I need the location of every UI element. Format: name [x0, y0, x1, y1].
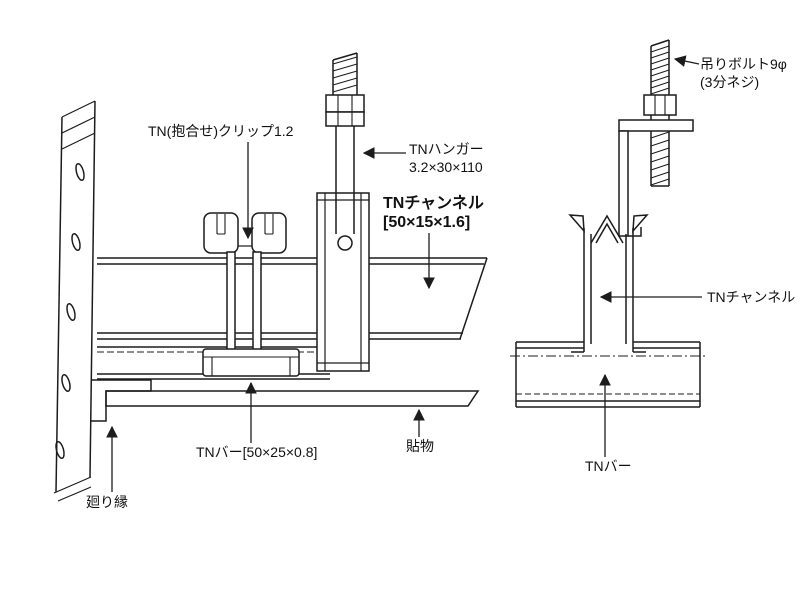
- label-bar-spec: TNバー[50×25×0.8]: [196, 444, 317, 460]
- leader-lines: [106, 55, 702, 492]
- label-hanger-line1: TNハンガー: [409, 141, 484, 157]
- right-detail-view: [510, 39, 706, 408]
- tn-channel-main: [97, 257, 488, 340]
- leader-bolt: [673, 55, 700, 67]
- wall-hole: [71, 232, 81, 252]
- channel-end-break: [459, 257, 488, 340]
- bracket-plate: [618, 119, 694, 132]
- wall-right-edge: [89, 100, 96, 478]
- hanger-plate: [316, 192, 370, 372]
- wall-hole: [66, 302, 76, 322]
- label-bolt-line1: 吊りボルト9φ: [700, 56, 787, 72]
- molding: [91, 379, 152, 422]
- rbolt-gap: [650, 115, 670, 120]
- board-panel: [105, 390, 480, 407]
- clip-prong-right: [252, 251, 262, 353]
- clip-lobe-left: [203, 212, 239, 254]
- rbar-bottom-edge: [516, 400, 700, 408]
- rod-nut-lower-facets: [337, 112, 353, 126]
- label-molding: 廻り縁: [86, 494, 128, 510]
- rbolt-nut: [643, 94, 677, 116]
- linework: [53, 39, 706, 502]
- suspension-rod-center: [325, 52, 365, 234]
- board-outline: [105, 390, 480, 407]
- clip-lobe-right-slot: [264, 214, 274, 235]
- rod-nut-lower: [325, 111, 365, 127]
- left-wall: [53, 100, 96, 502]
- channel-top-edge: [97, 257, 487, 265]
- clip-prong-left: [226, 251, 236, 353]
- rbolt-body: [650, 39, 670, 95]
- wall-bottom-break: [53, 476, 92, 502]
- hanger-hole: [337, 235, 353, 251]
- label-channel-right: TNチャンネル: [707, 289, 795, 305]
- rbolt-thread-hatch-upper: [650, 45, 670, 95]
- rchannel-webs: [583, 228, 634, 352]
- label-hanger-line2: 3.2×30×110: [409, 159, 483, 175]
- labels: TN(抱合せ)クリップ1.2 TNハンガー 3.2×30×110 TNチャンネル…: [86, 56, 795, 510]
- bracket-leg: [618, 130, 629, 237]
- rchannel-lip-left: [568, 214, 585, 234]
- label-board: 貼物: [406, 438, 434, 454]
- wall-hole: [75, 162, 85, 182]
- wall-hole: [61, 373, 71, 393]
- rod-nut-upper-facets: [337, 95, 353, 112]
- label-bar-right: TNバー: [585, 458, 632, 474]
- hanger-flanges: [324, 193, 362, 371]
- label-channel-spec-line2: [50×15×1.6]: [383, 214, 470, 231]
- label-channel-spec-line1: TNチャンネル: [383, 194, 484, 212]
- tn-clip: [202, 212, 300, 377]
- rod-nut-upper: [325, 94, 365, 113]
- label-bolt-line2: (3分ネジ): [700, 74, 759, 90]
- label-clip: TN(抱合せ)クリップ1.2: [148, 123, 294, 139]
- rod-thread-hatch: [332, 56, 358, 93]
- clip-foot: [202, 348, 300, 377]
- rbolt-nut-facets: [654, 95, 666, 115]
- rbolt-thread-hatch-lower: [650, 131, 670, 186]
- clip-foot-inner: [203, 356, 299, 376]
- channel-bottom-edge: [97, 332, 463, 340]
- rbar-top-edge: [516, 341, 700, 349]
- clip-lobe-left-slot: [216, 214, 226, 235]
- rchannel-lip-right: [632, 214, 649, 234]
- rchannel-clip-peak: [590, 214, 624, 244]
- wall-top-break: [61, 100, 96, 150]
- rod-lower-shank: [335, 126, 355, 234]
- wall-hole: [55, 440, 65, 460]
- rbar-ends: [515, 342, 701, 407]
- tn-hanger: [316, 192, 370, 372]
- wall-left-edge: [55, 116, 63, 493]
- molding-profile: [91, 379, 152, 422]
- clip-lobe-right: [251, 212, 287, 254]
